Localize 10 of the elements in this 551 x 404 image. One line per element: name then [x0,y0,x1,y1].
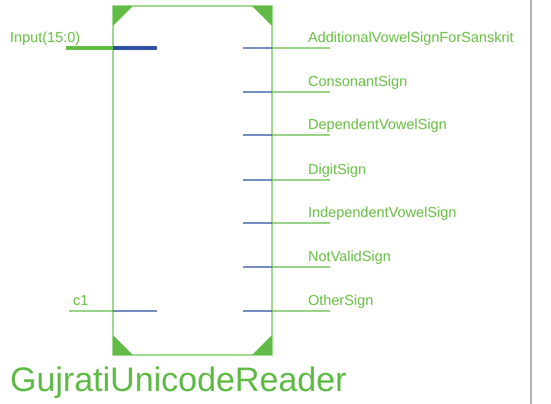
pin-label: IndependentVowelSign [308,205,456,221]
pin-label: ConsonantSign [308,74,408,90]
pin-label: DigitSign [308,162,366,178]
pin-label: Input(15:0) [10,30,80,46]
pin-label: OtherSign [308,293,374,309]
pin-label: DependentVowelSign [308,117,447,133]
block-name: GujratiUnicodeReader [10,360,346,400]
pin-label: c1 [73,293,88,309]
pin-label: AdditionalVowelSignForSanskrit [308,30,514,46]
pin-label: NotValidSign [308,249,391,265]
